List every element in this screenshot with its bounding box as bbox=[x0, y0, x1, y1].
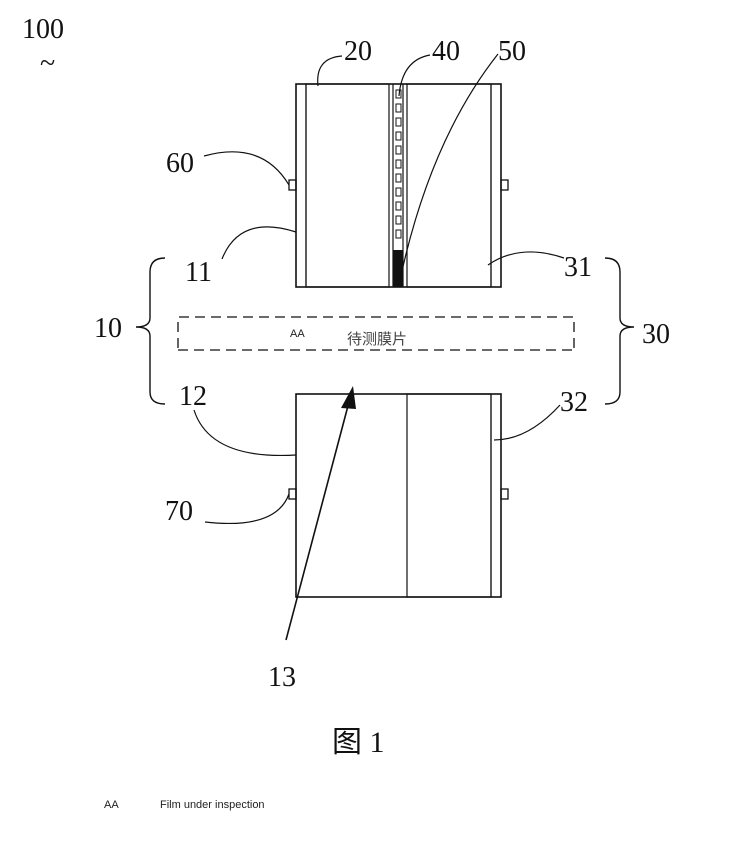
footnote-text: Film under inspection bbox=[160, 799, 265, 811]
leader-11 bbox=[222, 227, 296, 259]
leader-12 bbox=[194, 410, 296, 455]
top-right-hatched-region bbox=[407, 84, 491, 287]
reference-numerals: 100 ~ 20 40 50 60 11 31 10 30 12 32 70 1… bbox=[22, 14, 670, 693]
bottom-right-tab bbox=[501, 489, 508, 499]
figure-caption: 图 1 bbox=[332, 726, 385, 759]
label-60: 60 bbox=[166, 148, 194, 179]
top-left-hatched-region bbox=[306, 84, 389, 287]
film-chinese-label: 待测膜片 bbox=[347, 330, 407, 348]
leader-31 bbox=[488, 252, 564, 265]
top-block bbox=[289, 84, 508, 287]
label-30: 30 bbox=[642, 319, 670, 350]
label-10: 10 bbox=[94, 313, 122, 344]
leader-70 bbox=[205, 494, 289, 523]
element-40-segments bbox=[396, 90, 401, 238]
label-32: 32 bbox=[560, 387, 588, 418]
label-70: 70 bbox=[165, 496, 193, 527]
label-12: 12 bbox=[179, 381, 207, 412]
leader-20 bbox=[318, 56, 342, 86]
element-50-solid bbox=[393, 250, 403, 287]
bottom-left-tab bbox=[289, 489, 296, 499]
leader-40 bbox=[399, 55, 430, 96]
label-100-tilde: ~ bbox=[40, 48, 55, 79]
label-50: 50 bbox=[498, 36, 526, 67]
film-under-inspection: AA 待测膜片 bbox=[178, 317, 574, 350]
top-right-tab bbox=[501, 180, 508, 190]
arrow-13-head bbox=[341, 386, 356, 409]
bottom-block-frame bbox=[296, 394, 501, 597]
film-code: AA bbox=[290, 328, 305, 340]
label-100: 100 bbox=[22, 14, 64, 45]
label-31: 31 bbox=[564, 252, 592, 283]
label-20: 20 bbox=[344, 36, 372, 67]
leader-60 bbox=[204, 152, 289, 185]
bottom-block bbox=[289, 394, 508, 597]
label-40: 40 bbox=[432, 36, 460, 67]
bottom-right-hatched-region bbox=[407, 394, 491, 597]
leader-50 bbox=[400, 54, 498, 280]
footnote-code: AA bbox=[104, 799, 119, 811]
leader-32 bbox=[494, 405, 560, 440]
label-11: 11 bbox=[185, 257, 212, 288]
top-left-tab bbox=[289, 180, 296, 190]
left-brace-10 bbox=[136, 258, 165, 404]
right-brace-30 bbox=[605, 258, 634, 404]
label-13: 13 bbox=[268, 662, 296, 693]
